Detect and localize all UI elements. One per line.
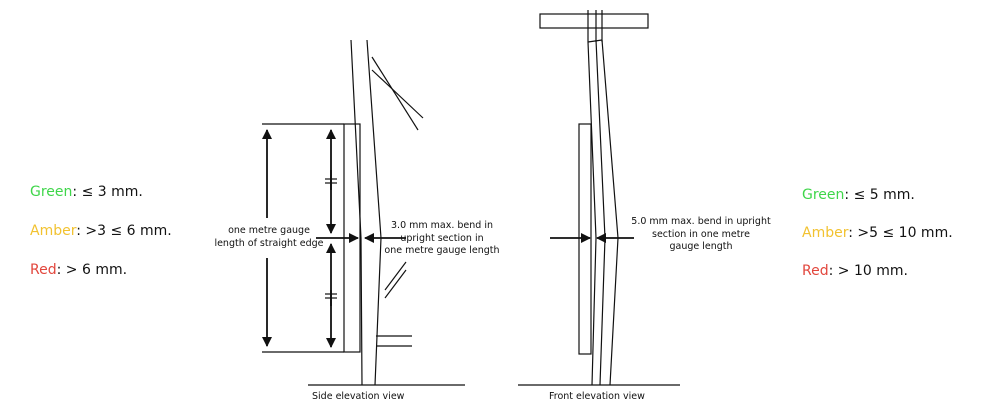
side-brace-top-b bbox=[371, 69, 424, 119]
gauge-length-note: one metre gauge length of straight edge bbox=[204, 225, 334, 250]
front-elevation-drawing bbox=[518, 10, 680, 386]
amber-label: Amber bbox=[30, 223, 77, 239]
side-bend-note-line: upright section in bbox=[400, 232, 484, 244]
side-threshold-legend: Green: ≤ 3 mm. Amber: >3 ≤ 6 mm. Red: > … bbox=[30, 185, 172, 279]
gauge-note-line: one metre gauge bbox=[228, 225, 310, 236]
side-elevation-drawing bbox=[262, 39, 465, 386]
front-bend-note-line: section in one metre bbox=[652, 228, 750, 240]
front-upright-mid-edge bbox=[595, 39, 606, 386]
side-threshold-red: Red: > 6 mm. bbox=[30, 263, 172, 279]
amber-value: : >3 ≤ 6 mm. bbox=[76, 223, 172, 239]
green-label: Green bbox=[802, 187, 845, 203]
side-upright-right-edge bbox=[366, 39, 382, 386]
front-threshold-red: Red: > 10 mm. bbox=[802, 264, 953, 280]
front-upright-collar bbox=[587, 39, 603, 43]
side-brace-low-a bbox=[384, 261, 407, 291]
green-value: : ≤ 5 mm. bbox=[844, 187, 915, 203]
front-top-beam bbox=[539, 13, 649, 29]
green-value: : ≤ 3 mm. bbox=[72, 184, 143, 200]
side-bend-note-line: one metre gauge length bbox=[384, 245, 500, 256]
front-bend-note-line: 5.0 mm max. bend in upright bbox=[631, 216, 771, 227]
amber-value: : >5 ≤ 10 mm. bbox=[848, 225, 953, 241]
amber-label: Amber bbox=[802, 225, 849, 241]
front-bend-note: 5.0 mm max. bend in upright section in o… bbox=[626, 216, 776, 254]
gauge-note-line: length of straight edge bbox=[214, 237, 324, 249]
side-bend-note-line: 3.0 mm max. bend in bbox=[391, 220, 493, 231]
front-elevation-caption: Front elevation view bbox=[549, 391, 645, 402]
side-elevation-caption: Side elevation view bbox=[312, 391, 405, 402]
green-label: Green bbox=[30, 184, 73, 200]
side-threshold-amber: Amber: >3 ≤ 6 mm. bbox=[30, 224, 172, 240]
side-bend-note: 3.0 mm max. bend in upright section in o… bbox=[362, 220, 522, 258]
front-bend-note-line: gauge length bbox=[669, 241, 733, 252]
front-threshold-amber: Amber: >5 ≤ 10 mm. bbox=[802, 226, 953, 242]
side-brace-low-b bbox=[384, 269, 407, 299]
front-straight-edge bbox=[578, 123, 592, 355]
side-brace-top-a bbox=[371, 56, 419, 131]
front-threshold-green: Green: ≤ 5 mm. bbox=[802, 188, 953, 204]
side-threshold-green: Green: ≤ 3 mm. bbox=[30, 185, 172, 201]
red-label: Red bbox=[802, 263, 829, 279]
side-upright-left-edge bbox=[350, 39, 363, 386]
front-threshold-legend: Green: ≤ 5 mm. Amber: >5 ≤ 10 mm. Red: >… bbox=[802, 188, 953, 280]
red-value: : > 6 mm. bbox=[56, 262, 128, 278]
red-value: : > 10 mm. bbox=[828, 263, 908, 279]
front-upright-left-edge bbox=[587, 41, 597, 386]
red-label: Red bbox=[30, 262, 57, 278]
